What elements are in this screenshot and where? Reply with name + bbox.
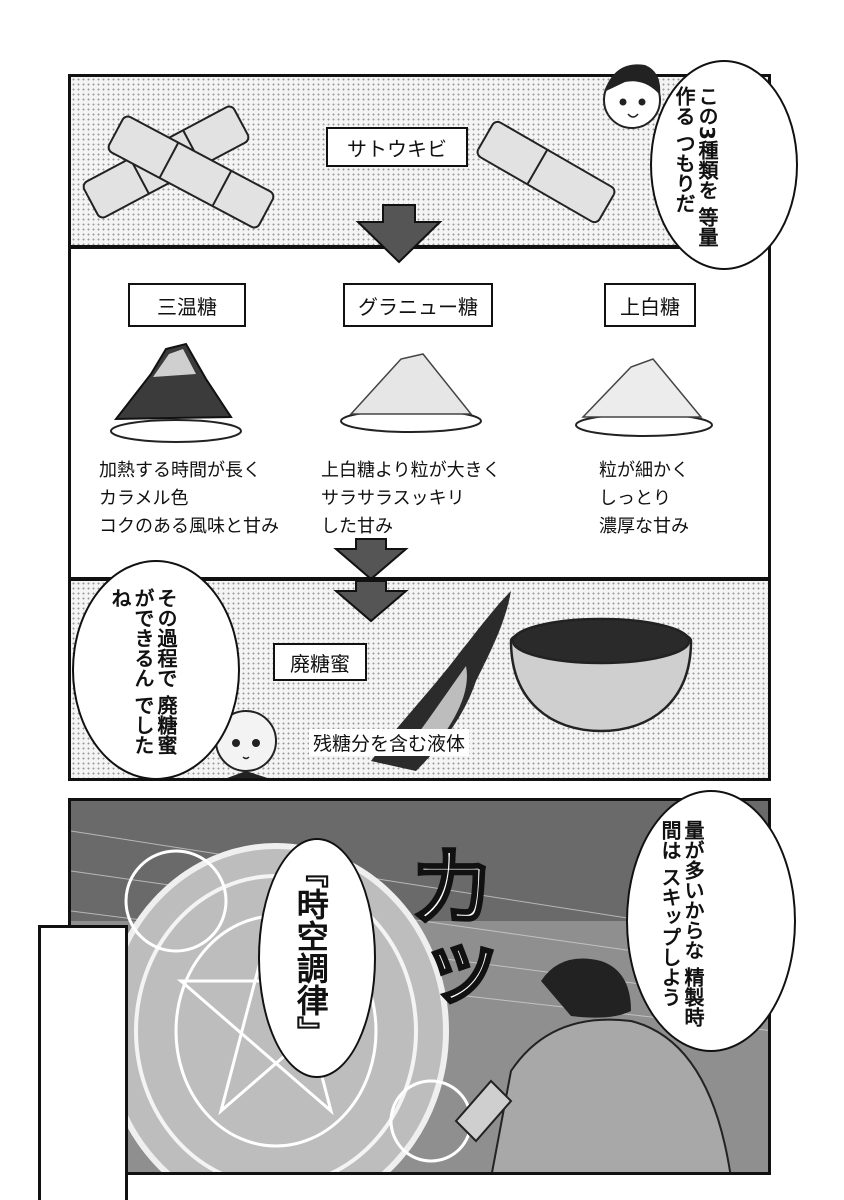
- sugar-label-box-3: 上白糖: [604, 283, 696, 327]
- cane-label: サトウキビ: [347, 136, 447, 161]
- sugar-label-box-1: 三温糖: [128, 283, 246, 327]
- molasses-caption: 残糖分を含む液体: [309, 729, 470, 756]
- speech-text-boy-top: この3種類を 等量作る つもりだ: [672, 86, 719, 247]
- speech-text-girl: その過程で 廃糖蜜ができるん でしたね: [108, 588, 178, 755]
- cane-label-box: サトウキビ: [326, 127, 468, 167]
- molasses-label-box: 廃糖蜜: [273, 643, 367, 681]
- speech-bubble-spell: [258, 838, 376, 1078]
- sfx-text: カッ: [393, 840, 499, 1019]
- inset-blank-panel: [38, 925, 128, 1200]
- sugar-desc-1: 加熱する時間が長く カラメル色 コクのある風味と甘み: [99, 460, 279, 537]
- speech-bubble-boy-bottom: [626, 790, 796, 1052]
- sugar-label-box-2: グラニュー糖: [343, 283, 493, 327]
- speech-text-boy-bottom: 量が多いからな 精製時間は スキップしよう: [658, 820, 705, 1027]
- panel-sugars: 三温糖 グラニュー糖 上白糖 加熱する時間が長く カラメル色 コクのある風味と甘…: [68, 246, 771, 580]
- molasses-label: 廃糖蜜: [290, 651, 350, 676]
- sugar-plates-illustration: [110, 342, 713, 577]
- speech-bubble-boy-top: [650, 60, 798, 270]
- sugarcane-illustration: [82, 105, 616, 229]
- sugar-name-1: 三温糖: [157, 294, 217, 319]
- sugar-desc-2: 上白糖より粒が大きく サラサラスッキリ した甘み: [321, 460, 501, 537]
- speech-bubble-girl: [72, 560, 240, 780]
- spell-text: 『時空調律』: [291, 856, 330, 1048]
- sugar-name-2: グラニュー糖: [358, 294, 478, 319]
- sugar-desc-3: 粒が細かく しっとり 濃厚な甘み: [599, 460, 689, 537]
- sugar-name-3: 上白糖: [620, 294, 680, 319]
- molasses-illustration: [212, 581, 693, 778]
